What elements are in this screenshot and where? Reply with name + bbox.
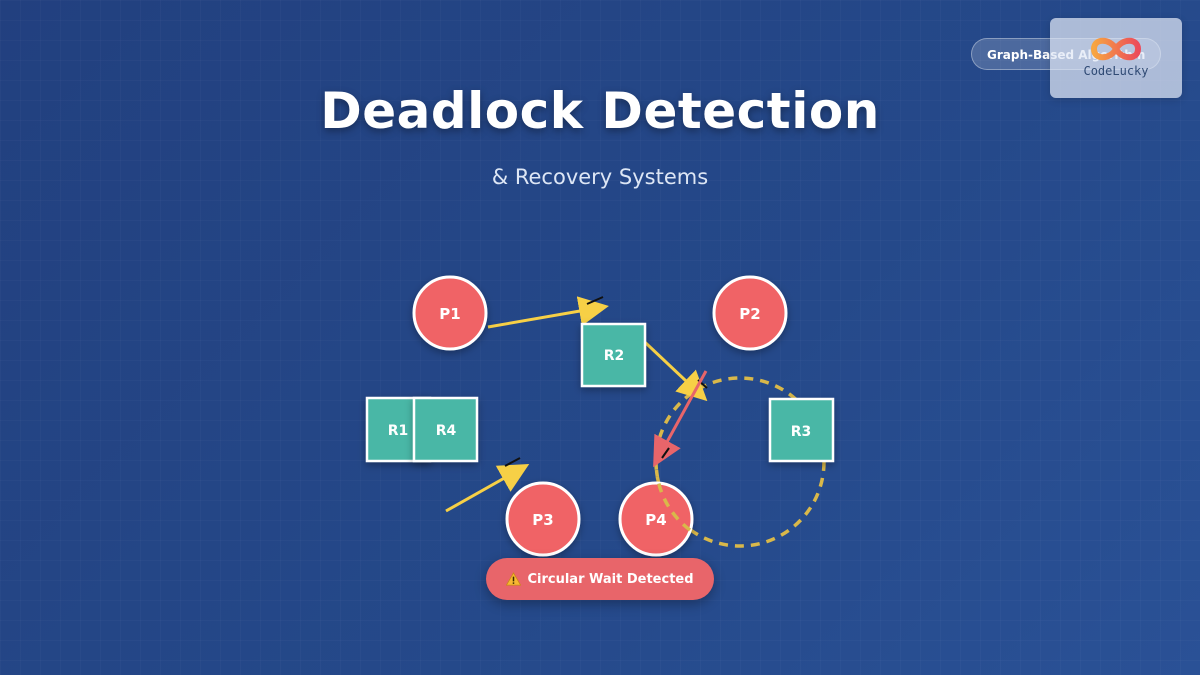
edge-tick-1 — [586, 296, 604, 305]
process-p4-label: P4 — [645, 511, 666, 529]
alert-label: Circular Wait Detected — [527, 571, 694, 587]
process-p2-label: P2 — [739, 305, 760, 323]
codelucky-logo: CodeLucky — [1050, 18, 1182, 98]
edge-cycle-to-p4 — [653, 370, 708, 468]
infinity-logo-icon — [1090, 37, 1142, 61]
edge-r1-to-p3 — [445, 464, 530, 513]
deadlock-cycle-overlay — [654, 469, 692, 532]
process-p3-label: P3 — [532, 511, 553, 529]
edge-tick-3 — [661, 447, 670, 459]
page-title: Deadlock Detection — [320, 82, 880, 140]
process-p3[interactable]: P3 — [505, 481, 581, 557]
resource-r4[interactable]: R4 — [412, 396, 479, 463]
resource-r2-label: R2 — [604, 348, 625, 364]
resource-r1-label: R1 — [388, 423, 409, 439]
resource-r3[interactable]: R3 — [768, 397, 835, 463]
logo-text: CodeLucky — [1083, 64, 1149, 78]
edge-p1-to-r2 — [487, 296, 609, 329]
process-p1[interactable]: P1 — [412, 275, 488, 351]
resource-r3-label: R3 — [791, 424, 812, 440]
circular-wait-alert: Circular Wait Detected — [486, 558, 714, 600]
process-p2[interactable]: P2 — [712, 275, 788, 351]
process-p4[interactable]: P4 — [618, 481, 694, 557]
edge-tick-4 — [504, 457, 521, 467]
resource-r4-label: R4 — [436, 423, 457, 439]
process-p1-label: P1 — [439, 305, 460, 323]
page-subtitle: & Recovery Systems — [491, 165, 709, 189]
warning-icon — [506, 572, 522, 586]
resource-r2[interactable]: R2 — [580, 322, 647, 388]
